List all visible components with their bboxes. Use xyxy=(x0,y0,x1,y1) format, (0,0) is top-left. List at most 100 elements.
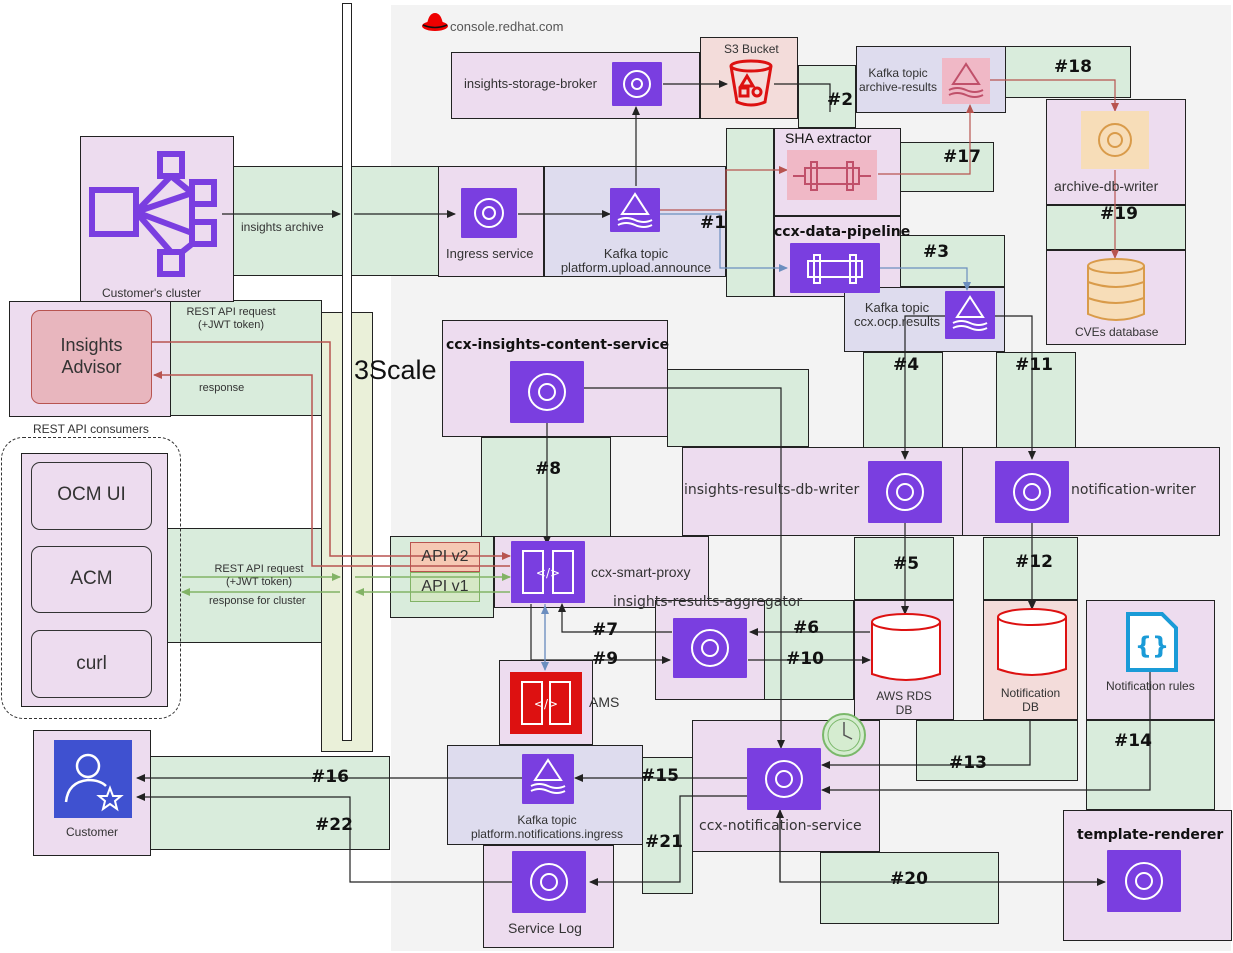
gear-service-icon xyxy=(1107,850,1181,912)
svg-text:{}: {} xyxy=(1135,632,1169,660)
rest-api-consumers-label: REST API consumers xyxy=(33,422,149,436)
gear-service-icon xyxy=(512,851,586,913)
edge-number: #15 xyxy=(641,766,679,786)
link-panel xyxy=(820,852,999,924)
customers-cluster-label: Customer's cluster xyxy=(102,286,201,300)
edge-number: #18 xyxy=(1054,57,1092,77)
smart-proxy-label: ccx-smart-proxy xyxy=(591,564,691,580)
link-panel xyxy=(1046,205,1186,250)
bucket-icon xyxy=(727,58,775,108)
notification-rules-label: Notification rules xyxy=(1106,679,1195,693)
api-v1-label: API v1 xyxy=(421,578,469,595)
ocm-ui-label: OCM UI xyxy=(57,484,126,505)
svg-text:</>: </> xyxy=(534,697,558,711)
edge-number: #17 xyxy=(943,147,981,167)
link-panel xyxy=(167,528,322,643)
ccx-data-pipeline-label: ccx-data-pipeline xyxy=(774,224,911,240)
s3-bucket-label: S3 Bucket xyxy=(724,42,779,56)
insights-advisor-label: Insights Advisor xyxy=(60,335,123,377)
rest-request-mid-label: REST API request (+JWT token) xyxy=(214,563,304,588)
link-panel xyxy=(900,235,1005,287)
customer-label: Customer xyxy=(66,825,119,839)
svg-text:</>: </> xyxy=(536,566,560,580)
service-log-label: Service Log xyxy=(508,920,582,936)
acm-label: ACM xyxy=(70,568,113,589)
cluster-icon xyxy=(88,148,220,278)
edge-number: #2 xyxy=(827,90,854,110)
ocm-ui-box[interactable] xyxy=(31,462,152,530)
api-gateway-icon: </> xyxy=(510,672,582,734)
api-v2-box xyxy=(410,542,480,572)
gear-service-icon xyxy=(995,461,1069,523)
kafka-icon xyxy=(942,58,990,104)
ingress-service-label: Ingress service xyxy=(446,246,534,261)
link-panel xyxy=(170,300,322,416)
kafka-icon xyxy=(945,291,995,339)
database-icon xyxy=(1086,258,1146,322)
gear-service-icon xyxy=(673,618,747,678)
edge-number: #6 xyxy=(793,618,820,638)
gear-service-icon xyxy=(461,188,517,238)
kafka-upload-label: Kafka topic platform.upload.announce xyxy=(560,246,712,275)
edge-number: #14 xyxy=(1114,731,1152,751)
edge-number: #21 xyxy=(645,832,683,852)
curl-label: curl xyxy=(76,653,107,674)
kafka-ocp-label: Kafka topic ccx.ocp.results xyxy=(854,300,940,329)
link-panel xyxy=(916,720,1078,781)
link-panel xyxy=(726,128,774,297)
results-db-writer-label: insights-results-db-writer xyxy=(684,482,860,498)
edge-number: #20 xyxy=(890,869,928,889)
api-v2-label: API v2 xyxy=(421,548,469,565)
link-panel xyxy=(798,65,856,128)
json-rules-icon: {} xyxy=(1122,612,1182,672)
template-renderer-label: template-renderer xyxy=(1077,827,1224,843)
kafka-notifications-label: Kafka topic platform.notifications.ingre… xyxy=(470,813,624,841)
clock-icon xyxy=(821,712,867,758)
ams-label: AMS xyxy=(589,694,620,710)
notification-writer-label: notification-writer xyxy=(1071,482,1196,498)
three-scale-bar xyxy=(342,3,352,741)
kafka-archive-results-label: Kafka topic archive-results xyxy=(858,66,938,94)
link-panel xyxy=(863,352,943,448)
gear-service-icon xyxy=(1081,111,1149,169)
site-label: console.redhat.com xyxy=(450,19,564,34)
link-panel xyxy=(233,166,439,276)
edge-number: #7 xyxy=(592,620,619,640)
three-scale-label: 3Scale xyxy=(354,355,437,385)
api-gateway-icon: </> xyxy=(511,541,585,603)
database-icon xyxy=(870,612,942,684)
link-panel xyxy=(996,352,1076,448)
edge-number: #3 xyxy=(923,242,950,262)
gear-service-icon xyxy=(868,461,942,523)
sha-extractor-label: SHA extractor xyxy=(785,130,872,146)
acm-box[interactable] xyxy=(31,546,152,613)
notification-service-label: ccx-notification-service xyxy=(699,818,862,834)
clients-group xyxy=(1,437,181,719)
link-panel xyxy=(983,537,1078,600)
gear-service-icon xyxy=(510,361,584,423)
link-panel xyxy=(642,757,693,894)
user-star-icon xyxy=(54,740,132,818)
cves-database-label: CVEs database xyxy=(1075,325,1159,339)
link-panel xyxy=(854,537,954,600)
kafka-icon xyxy=(610,188,660,232)
kafka-icon xyxy=(522,754,574,804)
edge-number: #12 xyxy=(1015,552,1053,572)
pipeline-icon xyxy=(787,150,877,200)
edge-number: #11 xyxy=(1015,355,1053,375)
pipeline-icon xyxy=(790,243,880,293)
notification-db-label: Notification DB xyxy=(1000,686,1061,714)
link-panel xyxy=(900,142,994,192)
edge-number: #19 xyxy=(1100,204,1138,224)
curl-box[interactable] xyxy=(31,630,152,698)
aws-rds-label: AWS RDS DB xyxy=(876,689,932,717)
edge-number: #22 xyxy=(315,815,353,835)
archive-db-writer-label: archive-db-writer xyxy=(1054,178,1159,194)
storage-broker-label: insights-storage-broker xyxy=(464,76,597,91)
edge-number: #8 xyxy=(535,459,562,479)
insights-advisor-box[interactable] xyxy=(31,310,152,404)
response-cluster-label: response for cluster xyxy=(209,595,306,607)
redhat-logo-icon xyxy=(421,10,449,32)
edge-number: #1 xyxy=(700,213,727,233)
